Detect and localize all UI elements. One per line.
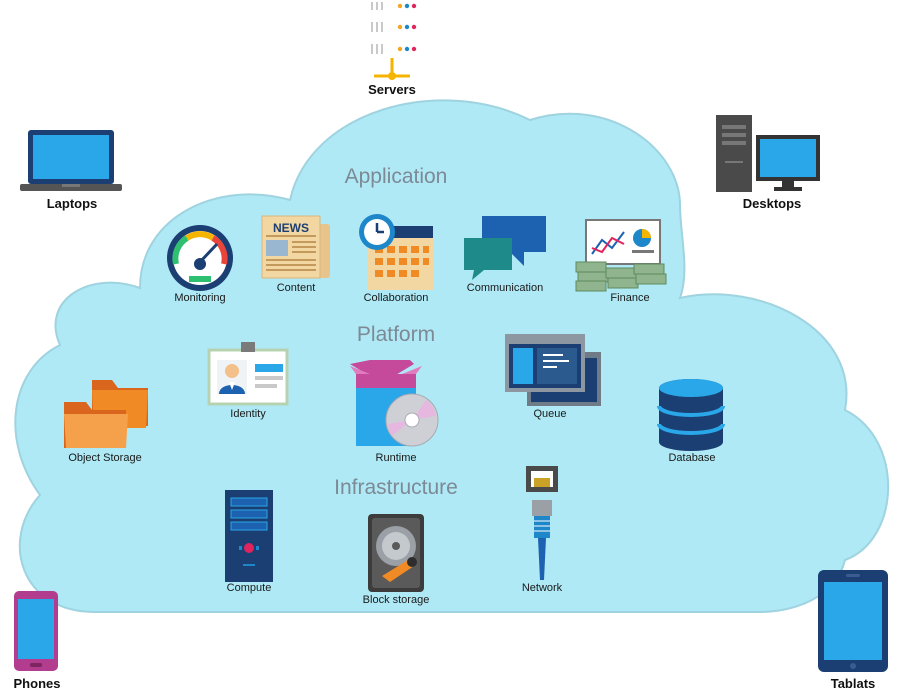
content-label: Content xyxy=(276,282,316,294)
network-label: Network xyxy=(521,582,563,594)
laptop-icon xyxy=(20,130,122,191)
object-storage-label: Object Storage xyxy=(68,452,142,464)
laptops-label: Laptops xyxy=(46,196,98,211)
software-box-disc-icon xyxy=(350,360,439,447)
queue-label: Queue xyxy=(533,408,567,420)
database-label: Database xyxy=(668,452,716,464)
speedometer-icon xyxy=(167,225,233,291)
platform-title: Platform xyxy=(356,323,436,346)
news-sign: NEWS xyxy=(273,221,309,235)
identity-label: Identity xyxy=(230,408,266,420)
servers-icon xyxy=(371,2,417,80)
collaboration-label: Collaboration xyxy=(363,292,429,304)
id-badge-icon xyxy=(207,342,289,406)
server-tower-icon xyxy=(225,490,273,582)
monitoring-label: Monitoring xyxy=(174,292,226,304)
desktop-icon xyxy=(716,115,820,192)
network-cable-icon xyxy=(526,466,558,580)
finance-chart-money-icon xyxy=(575,219,667,292)
phones-label: Phones xyxy=(13,676,61,691)
infrastructure-title: Infrastructure xyxy=(334,476,458,499)
block-storage-label: Block storage xyxy=(362,594,430,606)
folders-icon xyxy=(64,380,148,448)
communication-label: Communication xyxy=(466,282,544,294)
database-icon xyxy=(657,379,725,451)
compute-label: Compute xyxy=(226,582,272,594)
servers-label: Servers xyxy=(368,82,416,97)
hard-drive-icon xyxy=(368,514,424,592)
phone-icon xyxy=(14,591,58,671)
desktops-label: Desktops xyxy=(742,196,802,211)
queue-windows-icon xyxy=(505,334,601,406)
calendar-clock-icon xyxy=(359,214,433,290)
finance-label: Finance xyxy=(610,292,650,304)
runtime-label: Runtime xyxy=(375,452,417,464)
tablets-label: Tablats xyxy=(830,676,876,691)
chat-bubbles-icon xyxy=(464,216,546,280)
application-title: Application xyxy=(344,165,448,188)
tablet-icon xyxy=(818,570,888,672)
newspaper-icon: NEWS xyxy=(261,215,330,279)
